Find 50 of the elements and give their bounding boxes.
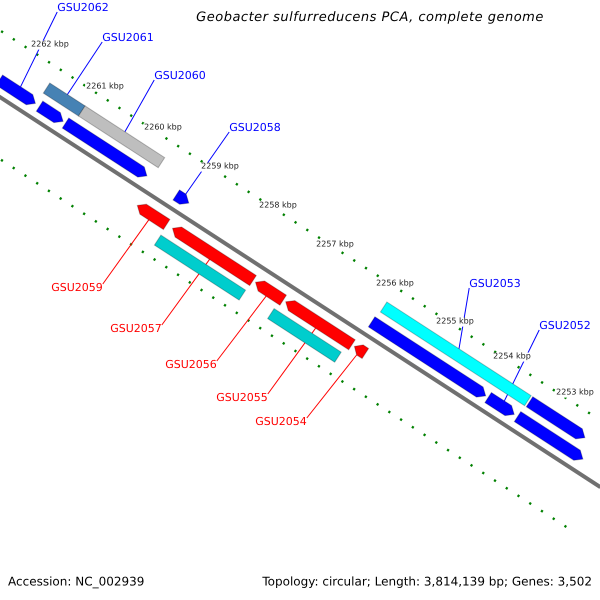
title: Geobacter sulfurreducens PCA, complete genome — [196, 10, 544, 26]
gene-label: GSU2062 — [57, 2, 109, 14]
gene-block — [172, 226, 257, 286]
gene-label: GSU2059 — [51, 282, 103, 294]
gene-block — [380, 301, 532, 406]
gene-label: GSU2056 — [165, 358, 217, 372]
leader-line — [66, 42, 103, 95]
gene-label: GSU2055 — [216, 392, 268, 404]
gene-block — [172, 189, 190, 205]
gene-block — [154, 234, 246, 301]
scale-label: 2256 kbp — [375, 280, 415, 288]
gene-block — [354, 344, 370, 360]
footer-text: Accession: NC_002939 — [8, 575, 144, 589]
scale-label: 2260 kbp — [143, 124, 183, 132]
gene-block — [254, 280, 288, 306]
leader-line — [102, 219, 150, 284]
gene-block — [136, 204, 171, 230]
gene-block — [514, 410, 584, 461]
gene-block — [78, 105, 166, 168]
leader-line — [458, 288, 470, 350]
gene-label: GSU2053 — [469, 278, 521, 290]
scale-label: 2253 kbp — [555, 388, 595, 398]
leader-line — [161, 258, 210, 326]
gene-label: GSU2057 — [110, 322, 162, 336]
gene-block — [368, 316, 486, 398]
leader-line — [20, 12, 58, 88]
gene-block — [0, 74, 36, 106]
scale-label: 2254 kbp — [492, 352, 532, 362]
scale-label: 2257 kbp — [315, 240, 355, 250]
footer-text: Topology: circular; Length: 3,814,139 bp; Genes: 3,502 — [262, 575, 592, 589]
gene-label: GSU2060 — [154, 70, 206, 82]
leader-line — [216, 296, 267, 362]
gene-block — [484, 392, 515, 416]
gene-block — [36, 100, 64, 124]
gene-label: GSU2052 — [539, 320, 591, 332]
gene-block — [526, 396, 586, 440]
gene-label: GSU2058 — [229, 122, 281, 134]
gene-label: GSU2061 — [102, 32, 154, 44]
gene-block — [285, 300, 356, 350]
leader-line — [185, 132, 230, 194]
gene-label: GSU2054 — [255, 416, 307, 428]
scale-label: 2262 kbp — [30, 40, 70, 50]
leader-line — [124, 80, 155, 132]
scale-label: 2259 kbp — [200, 162, 240, 172]
scale-label: 2261 kbp — [85, 82, 125, 92]
scale-label: 2258 kbp — [258, 202, 298, 210]
leader-line — [306, 354, 358, 418]
scale-label: 2255 kbp — [435, 318, 475, 326]
gene-block — [266, 308, 342, 363]
gene-block — [42, 82, 86, 117]
